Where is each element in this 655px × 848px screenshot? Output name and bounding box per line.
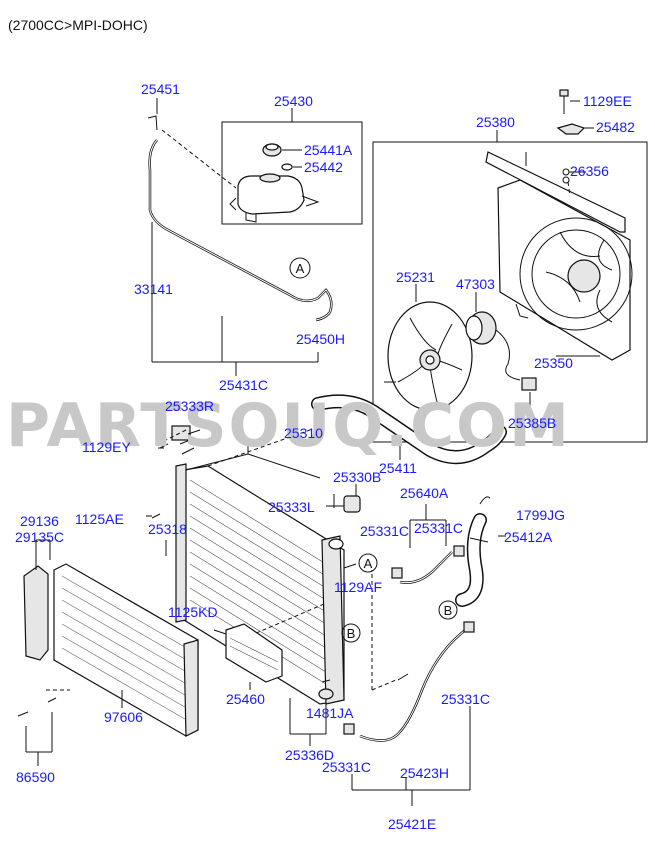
part-label-1481JA[interactable]: 1481JA <box>306 705 354 721</box>
shroud-bracket[interactable] <box>485 151 626 233</box>
part-label-25421E[interactable]: 25421E <box>388 816 436 832</box>
lower-hose-25412A[interactable] <box>455 496 506 607</box>
part-label-25336D[interactable]: 25336D <box>285 747 334 763</box>
part-label-25350[interactable]: 25350 <box>534 355 573 371</box>
upper-hose[interactable] <box>311 394 507 464</box>
part-label-1129EY[interactable]: 1129EY <box>82 439 131 455</box>
fan-shroud-group-box <box>372 141 648 443</box>
part-label-25450H[interactable]: 25450H <box>296 331 345 347</box>
part-label-47303[interactable]: 47303 <box>456 276 495 292</box>
part-label-25460[interactable]: 25460 <box>226 691 265 707</box>
part-label-25231[interactable]: 25231 <box>396 269 435 285</box>
overflow-hose: A <box>147 98 333 376</box>
part-label-25331C-oil-left[interactable]: 25331C <box>360 523 409 539</box>
part-label-25318[interactable]: 25318 <box>148 521 187 537</box>
part-label-25640A[interactable]: 25640A <box>400 485 449 501</box>
reservoir-group <box>221 108 363 225</box>
drain-plug[interactable] <box>289 679 334 746</box>
motor-connector[interactable] <box>521 377 537 391</box>
part-labels: 25451 25430 25441A 25442 33141 25450H 25… <box>15 81 635 832</box>
clip-25482[interactable] <box>556 123 594 135</box>
air-guard[interactable] <box>23 539 51 661</box>
watermark: PARTSOUQ.COM <box>6 391 571 461</box>
oil-cooler-hose[interactable] <box>391 504 465 584</box>
part-label-25331C-lower-right[interactable]: 25331C <box>441 691 490 707</box>
svg-text:B: B <box>444 603 453 618</box>
part-label-25430[interactable]: 25430 <box>274 93 313 109</box>
part-label-1129AF[interactable]: 1129AF <box>334 579 382 595</box>
svg-text:A: A <box>296 261 305 276</box>
radiator-assembly: A B <box>151 425 397 705</box>
part-label-25310[interactable]: 25310 <box>284 425 323 441</box>
part-label-25423H[interactable]: 25423H <box>400 765 449 781</box>
part-label-1129EE[interactable]: 1129EE <box>583 93 632 109</box>
part-label-97606[interactable]: 97606 <box>104 709 143 725</box>
part-label-25442[interactable]: 25442 <box>304 159 343 175</box>
bolt-1129EE[interactable] <box>559 89 580 114</box>
part-label-25330B[interactable]: 25330B <box>333 469 381 485</box>
bolts-86590[interactable] <box>17 697 57 766</box>
part-label-33141[interactable]: 33141 <box>134 281 173 297</box>
cap-seal[interactable] <box>281 163 293 171</box>
part-label-25451[interactable]: 25451 <box>141 81 180 97</box>
part-label-25441A[interactable]: 25441A <box>304 142 353 158</box>
fan-shroud-group <box>372 130 648 443</box>
fan-shroud[interactable] <box>497 179 631 361</box>
part-label-25333L[interactable]: 25333L <box>268 499 315 515</box>
part-label-25331C-lower-left[interactable]: 25331C <box>322 759 371 775</box>
part-label-86590[interactable]: 86590 <box>16 769 55 785</box>
part-label-29135C[interactable]: 29135C <box>15 529 64 545</box>
engine-spec-header: (2700CC>MPI-DOHC) <box>8 17 148 33</box>
callout-a-top <box>289 257 311 279</box>
part-label-25412A[interactable]: 25412A <box>504 529 553 545</box>
part-label-25431C[interactable]: 25431C <box>219 377 268 393</box>
part-label-29136[interactable]: 29136 <box>20 513 59 529</box>
svg-text:A: A <box>364 556 373 571</box>
part-label-1799JG[interactable]: 1799JG <box>516 507 565 523</box>
oil-cooler[interactable] <box>213 623 283 690</box>
part-label-25482[interactable]: 25482 <box>596 119 635 135</box>
part-label-25385B[interactable]: 25385B <box>508 415 556 431</box>
svg-text:B: B <box>347 626 356 641</box>
radiator-cap[interactable] <box>328 538 344 550</box>
part-label-25411[interactable]: 25411 <box>379 460 417 476</box>
part-label-1125AE[interactable]: 1125AE <box>75 511 124 527</box>
lower-hose-25423H[interactable]: B <box>343 600 475 806</box>
part-label-25380[interactable]: 25380 <box>476 114 515 130</box>
condenser[interactable] <box>46 563 199 737</box>
part-label-25331C-oil-right[interactable]: 25331C <box>414 520 463 536</box>
part-label-25333R[interactable]: 25333R <box>165 398 214 414</box>
part-label-1125KD[interactable]: 1125KD <box>168 604 218 620</box>
part-label-26356[interactable]: 26356 <box>570 163 609 179</box>
upper-mount-left[interactable] <box>343 495 361 513</box>
